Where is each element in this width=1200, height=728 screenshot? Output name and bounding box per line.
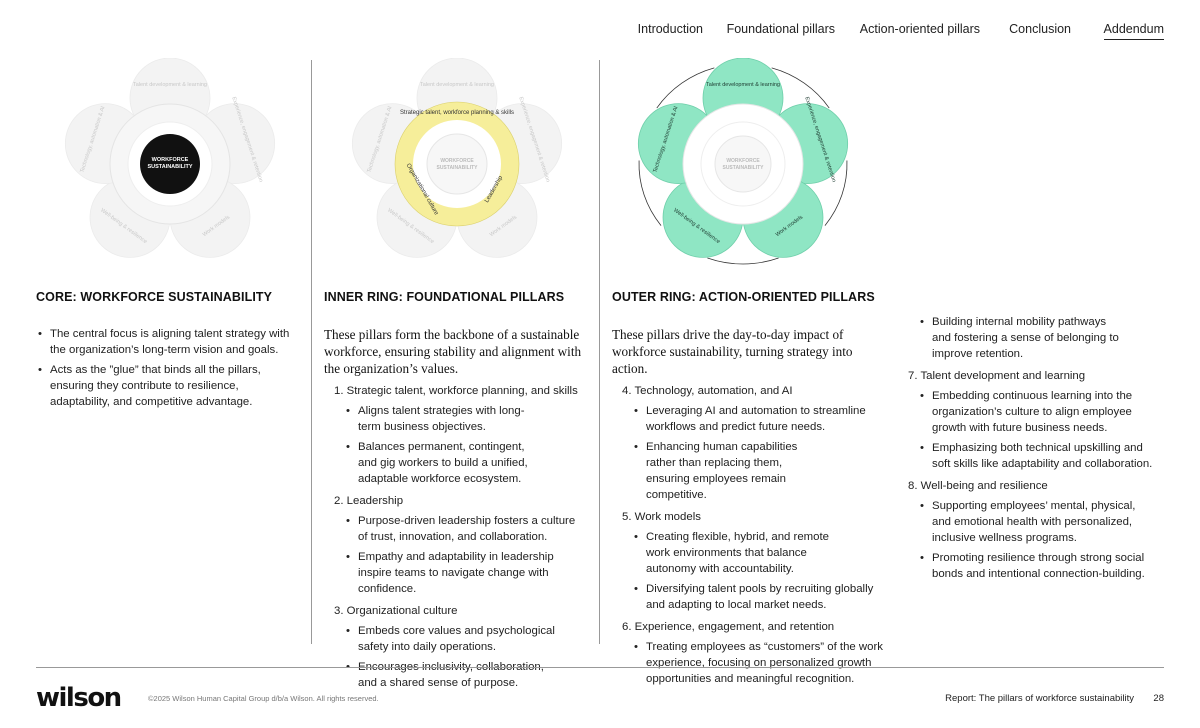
core-label-1: WORKFORCE <box>152 157 189 163</box>
pillar-4-bullets: Leveraging AI and automation to streamli… <box>632 403 884 503</box>
pillar-8-title: 8. Well-being and resilience <box>908 480 1048 492</box>
copyright: ©2025 Wilson Human Capital Group d/b/a W… <box>148 694 379 703</box>
pillar-4-bullet-2: Enhancing human capabilities rather than… <box>632 439 826 503</box>
outer-heading: OUTER RING: ACTION-ORIENTED PILLARS <box>612 290 875 304</box>
core-label-2: SUSTAINABILITY <box>147 164 192 170</box>
inner-diagram-svg: Talent development & learningExperience,… <box>351 58 563 258</box>
pillar-7-title: 7. Talent development and learning <box>908 370 1086 382</box>
core-bullet-2: Acts as the ”glue” that binds all the pi… <box>36 362 296 410</box>
continued-section: Building internal mobility pathways and … <box>898 314 1163 586</box>
outer-cycle-arrow-3 <box>707 257 779 265</box>
pillar-4-bullet-1: Leveraging AI and automation to streamli… <box>632 403 876 435</box>
divider-2 <box>599 60 600 644</box>
pillar-5-bullet-1: Creating flexible, hybrid, and remote wo… <box>632 529 846 577</box>
divider-1 <box>311 60 312 644</box>
pillar-2-title: 2. Leadership <box>334 495 404 507</box>
pillar-7-bullets: Embedding continuous learning into the o… <box>918 388 1163 472</box>
pillar-6-title: 6. Experience, engagement, and retention <box>622 621 835 633</box>
pillar-6-bullet-1: Treating employees as “customers” of the… <box>632 639 891 687</box>
outer-cycle-arrow-5 <box>656 67 715 109</box>
wilson-logo[interactable]: wilson <box>36 683 122 713</box>
report-title: Report: The pillars of workforce sustain… <box>945 693 1134 704</box>
nav-foundational-pillars[interactable]: Foundational pillars <box>726 22 835 36</box>
pillar-5-bullets: Creating flexible, hybrid, and remote wo… <box>632 529 884 613</box>
nav-addendum[interactable]: Addendum <box>1103 22 1164 40</box>
inner-center-label-2: SUSTAINABILITY <box>436 165 478 171</box>
outer-diagram-svg: Talent development & learningExperience,… <box>637 58 849 265</box>
core-petal-label-1: Talent development & learning <box>133 82 207 88</box>
core-circle <box>140 134 200 194</box>
pillar-1-bullets: Aligns talent strategies with long-term … <box>344 403 586 487</box>
outer-cycle-arrow-1 <box>771 67 830 109</box>
pillar-7-bullet-2: Emphasizing both technical upskilling an… <box>918 440 1164 472</box>
footer-divider <box>36 667 1164 668</box>
pillar-2-bullet-2: Empathy and adaptability in leadership i… <box>344 549 588 597</box>
inner-petal-label-1: Talent development & learning <box>420 82 494 88</box>
pillar-8-bullet-2: Promoting resilience through strong soci… <box>918 550 1160 582</box>
nav-action-oriented-pillars[interactable]: Action-oriented pillars <box>859 22 980 36</box>
pillar-5-title: 5. Work models <box>622 511 701 523</box>
pillar-8-bullets: Supporting employees’ mental, physical, … <box>918 498 1163 582</box>
nav-conclusion[interactable]: Conclusion <box>1009 22 1071 36</box>
pillar-1-bullet-1: Aligns talent strategies with long-term … <box>344 403 528 435</box>
core-diagram-svg: Talent development & learningExperience,… <box>64 58 276 258</box>
pillar-2-bullet-1: Purpose-driven leadership fosters a cult… <box>344 513 583 545</box>
pillar-1-title: 1. Strategic talent, workforce planning,… <box>334 385 578 397</box>
inner-center-label-1: WORKFORCE <box>440 158 474 164</box>
pillar-3-title: 3. Organizational culture <box>334 605 458 617</box>
pillar-3-bullet-1: Embeds core values and psychological saf… <box>344 623 573 655</box>
outer-center-label-1: WORKFORCE <box>726 158 760 164</box>
outer-lead: These pillars drive the day-to-day impac… <box>612 327 853 376</box>
pillar-6-continued-bullets: Building internal mobility pathways and … <box>918 314 1163 362</box>
pillar-6-bullets: Treating employees as “customers” of the… <box>632 639 884 687</box>
inner-heading: INNER RING: FOUNDATIONAL PILLARS <box>324 290 565 304</box>
outer-cycle-arrow-4 <box>638 160 662 226</box>
outer-section: OUTER RING: ACTION-ORIENTED PILLARS Thes… <box>612 290 884 691</box>
pillar-3-bullets: Embeds core values and psychological saf… <box>344 623 586 691</box>
core-section: CORE: WORKFORCE SUSTAINABILITY The centr… <box>36 290 296 414</box>
core-bullet-1: The central focus is aligning talent str… <box>36 326 296 358</box>
pillar-5-bullet-2: Diversifying talent pools by recruiting … <box>632 581 886 613</box>
inner-lead: These pillars form the backbone of a sus… <box>324 327 582 376</box>
pillar-7-bullet-1: Embedding continuous learning into the o… <box>918 388 1154 436</box>
pillar-1-bullet-2: Balances permanent, contingent, and gig … <box>344 439 538 487</box>
pillar-2-bullets: Purpose-driven leadership fosters a cult… <box>344 513 586 597</box>
nav-introduction[interactable]: Introduction <box>637 22 703 36</box>
inner-section: INNER RING: FOUNDATIONAL PILLARS These p… <box>324 290 586 695</box>
outer-cycle-arrow-2 <box>824 160 848 226</box>
core-bullets: The central focus is aligning talent str… <box>36 326 296 410</box>
pillar-4-title: 4. Technology, automation, and AI <box>622 385 793 397</box>
inner-label-strategic: Strategic talent, workforce planning & s… <box>400 110 514 116</box>
pillar-3-bullet-2: Encourages inclusivity, collaboration, a… <box>344 659 553 691</box>
pillar-6-bullet-2: Building internal mobility pathways and … <box>918 314 1122 362</box>
page-number: 28 <box>1153 693 1164 704</box>
outer-petal-label-1: Talent development & learning <box>706 82 780 88</box>
outer-center-label-2: SUSTAINABILITY <box>722 165 764 171</box>
core-heading: CORE: WORKFORCE SUSTAINABILITY <box>36 290 273 304</box>
pillar-8-bullet-1: Supporting employees’ mental, physical, … <box>918 498 1150 546</box>
